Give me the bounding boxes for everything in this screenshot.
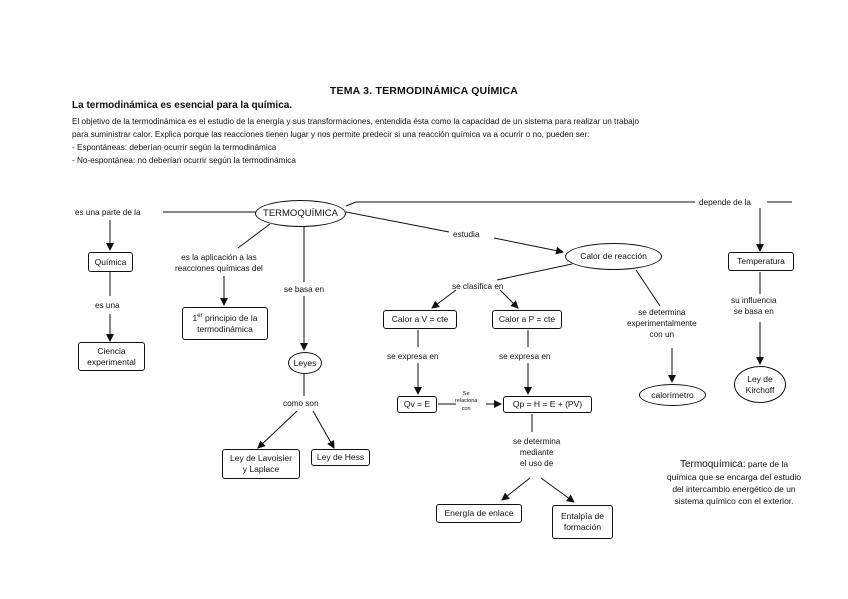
node-calorimetro: calorímetro <box>639 384 706 406</box>
node-qp: Qp = H = E + (PV) <box>503 396 592 413</box>
node-ley-kirchoff: Ley de Kirchoff <box>734 366 786 403</box>
link-aplicacion: es la aplicación a las reacciones químic… <box>175 253 263 274</box>
link-influencia: su influencia se basa en <box>731 296 777 317</box>
node-leyes: Leyes <box>288 352 322 374</box>
node-energia-enlace: Energía de enlace <box>436 504 522 523</box>
node-calor-v: Calor a V = cte <box>383 310 457 329</box>
definition-term: Termoquímica: <box>679 459 746 470</box>
intro-line-4: - No-espontánea: no deberían ocurrir seg… <box>72 156 296 165</box>
node-temperatura: Temperatura <box>728 252 794 271</box>
page-title: TEMA 3. TERMODINÁMICA QUÍMICA <box>329 85 519 97</box>
link-expresa-v: se expresa en <box>387 352 439 361</box>
intro-line-1: El objetivo de la termodinámica es el es… <box>72 117 640 126</box>
node-qv: Qv = E <box>397 396 437 413</box>
node-quimica: Química <box>88 252 133 272</box>
link-expresa-p: se expresa en <box>499 352 551 361</box>
node-calor-reaccion: Calor de reacción <box>565 243 662 270</box>
link-se-clasifica: se clasifica en <box>452 282 504 291</box>
node-entalpia: Entalpía de formación <box>552 505 613 539</box>
link-se-basa: se basa en <box>284 285 325 294</box>
ordinal-superscript: er <box>197 313 203 320</box>
link-estudia: estudia <box>453 230 480 239</box>
node-termoquimica: TERMOQUÍMICA <box>255 200 346 227</box>
link-es-una: es una <box>95 301 120 310</box>
definition-note: Termoquímica: parte de la química que se… <box>664 458 804 508</box>
subtitle: La termodinámica es esencial para la quí… <box>72 100 293 111</box>
link-relaciona: Se relaciona con <box>455 391 478 412</box>
link-experimental: se determina experimentalmente con un <box>627 308 697 340</box>
node-calor-p: Calor a P = cte <box>492 310 562 329</box>
definition-text: parte de la química que se encarga del e… <box>666 459 802 506</box>
link-como-son: como son <box>283 399 319 408</box>
node-ciencia-experimental: Ciencia experimental <box>78 342 145 371</box>
node-ley-hess: Ley de Hess <box>311 449 370 466</box>
node-ley-lavoisier: Ley de Lavoisier y Laplace <box>222 449 300 479</box>
intro-line-2: para suministrar calor. Explica porque l… <box>72 130 590 139</box>
link-depende: depende de la <box>699 198 751 207</box>
intro-line-3: - Espontáneas: deberían ocurrir según la… <box>72 143 277 152</box>
link-es-parte: es una parte de la <box>75 208 141 217</box>
link-mediante: se determina mediante el uso de <box>513 437 561 469</box>
